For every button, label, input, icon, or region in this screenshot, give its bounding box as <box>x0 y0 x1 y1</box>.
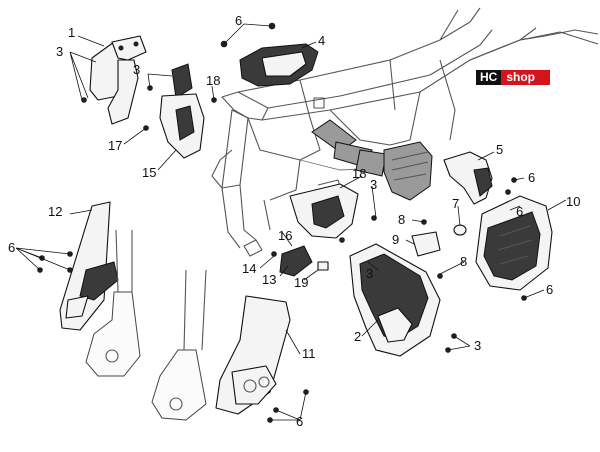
callout-19: 19 <box>294 275 308 290</box>
part-5-intake-flap <box>443 151 493 205</box>
callout-1: 1 <box>68 25 75 40</box>
callout-6: 6 <box>546 282 553 297</box>
callout-6: 6 <box>8 240 15 255</box>
callout-12: 12 <box>48 204 62 219</box>
callout-labels: 1 3 3 6 4 18 17 15 5 6 6 10 18 3 8 7 9 8… <box>8 13 580 429</box>
part-13-small-cover <box>279 245 313 277</box>
callout-13: 13 <box>262 272 276 287</box>
leader-lines <box>15 23 567 421</box>
logo-shop: shop <box>501 70 550 85</box>
part-16-center-bracket <box>289 183 359 239</box>
callout-3: 3 <box>366 266 373 281</box>
callout-7: 7 <box>452 196 459 211</box>
logo-hc: HC <box>476 70 502 85</box>
left-fork-leg <box>85 229 141 377</box>
shock-absorber <box>311 119 387 177</box>
callout-3: 3 <box>56 44 63 59</box>
part-19-pad <box>317 261 329 271</box>
right-fork-leg <box>151 269 207 421</box>
callout-3: 3 <box>133 62 140 77</box>
part-1-instrument-cover <box>89 35 147 125</box>
callout-5: 5 <box>496 142 503 157</box>
part-11-right-fork-cover <box>215 295 291 415</box>
callout-17: 17 <box>108 138 122 153</box>
callout-11: 11 <box>302 346 316 361</box>
callout-9: 9 <box>392 232 399 247</box>
callout-3: 3 <box>370 177 377 192</box>
part-4-headlight-cover <box>239 43 319 87</box>
part-12-left-fork-cover <box>59 201 119 331</box>
callout-3: 3 <box>474 338 481 353</box>
callout-18: 18 <box>352 166 366 181</box>
hc-shop-logo: HC shop <box>476 70 550 85</box>
callout-6: 6 <box>528 170 535 185</box>
part-3-lower-fairing <box>349 243 441 357</box>
callout-16: 16 <box>278 228 292 243</box>
callout-18: 18 <box>206 73 220 88</box>
part-10-side-cover <box>475 195 553 291</box>
callout-4: 4 <box>318 33 325 48</box>
callout-6: 6 <box>296 414 303 429</box>
part-15-bracket <box>159 63 205 159</box>
callout-8: 8 <box>398 212 405 227</box>
part-7-clip <box>453 224 467 236</box>
callout-14: 14 <box>242 261 256 276</box>
callout-6: 6 <box>516 204 523 219</box>
callout-10: 10 <box>566 194 580 209</box>
callout-2: 2 <box>354 329 361 344</box>
callout-6: 6 <box>235 13 242 28</box>
part-9-bracket <box>411 231 441 257</box>
intake-boot <box>383 141 433 201</box>
callout-8: 8 <box>460 254 467 269</box>
callout-15: 15 <box>142 165 156 180</box>
